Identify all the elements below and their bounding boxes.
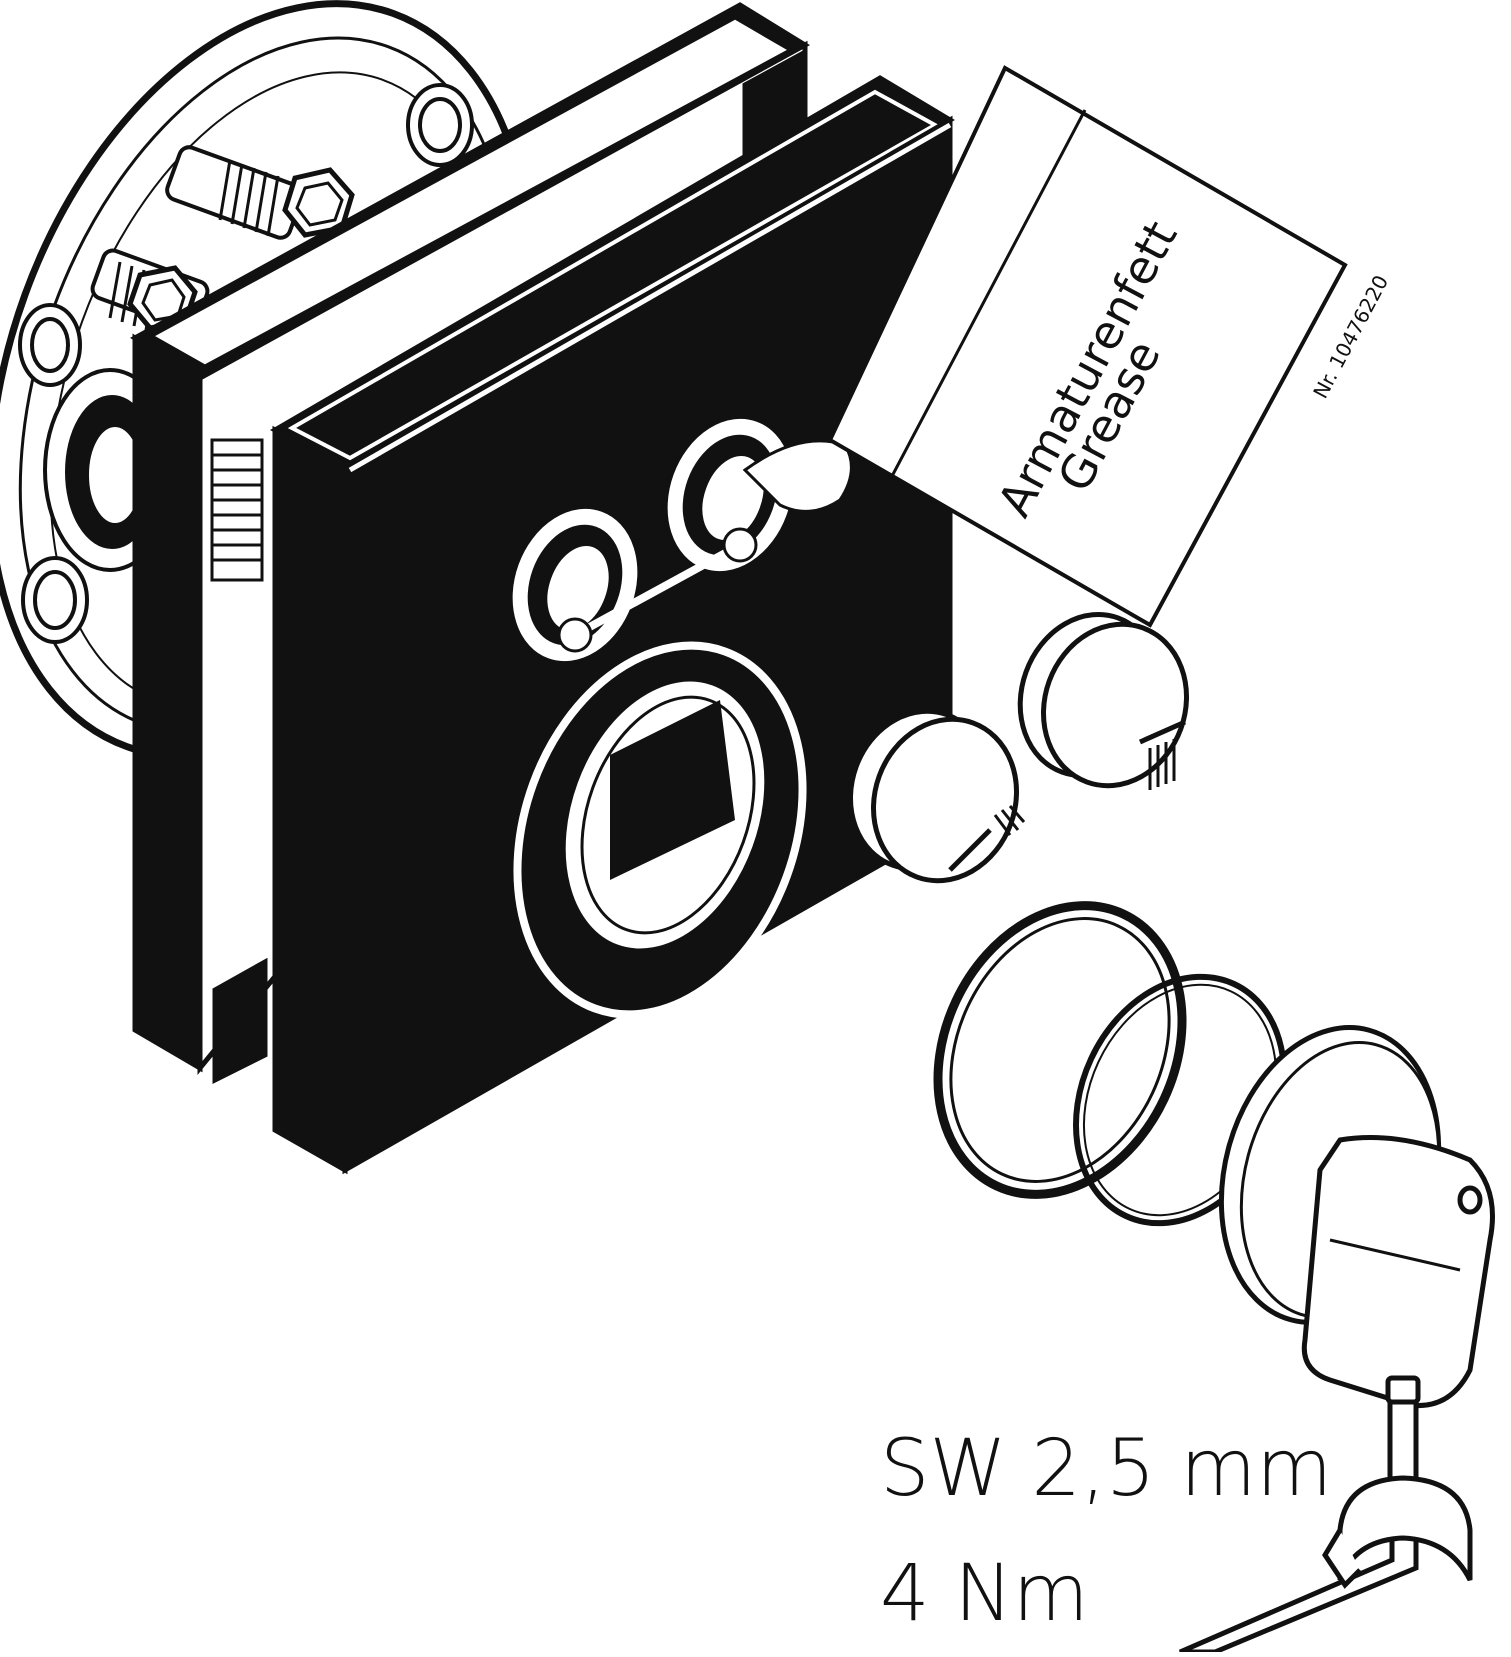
main-cartridge-opening [513,641,807,1019]
hex-key-tool [1179,1375,1473,1655]
wrench-size-label: SW 2,5 mm [880,1424,1333,1514]
control-knob [1218,1025,1495,1409]
front-cover-plate [269,75,955,1175]
function-button-overhead-shower [1017,612,1190,790]
torque-label: 4 Nm [880,1549,1089,1639]
valve-ports [508,414,853,666]
function-button-hand-shower [847,708,1026,884]
retaining-ring [933,901,1187,1199]
